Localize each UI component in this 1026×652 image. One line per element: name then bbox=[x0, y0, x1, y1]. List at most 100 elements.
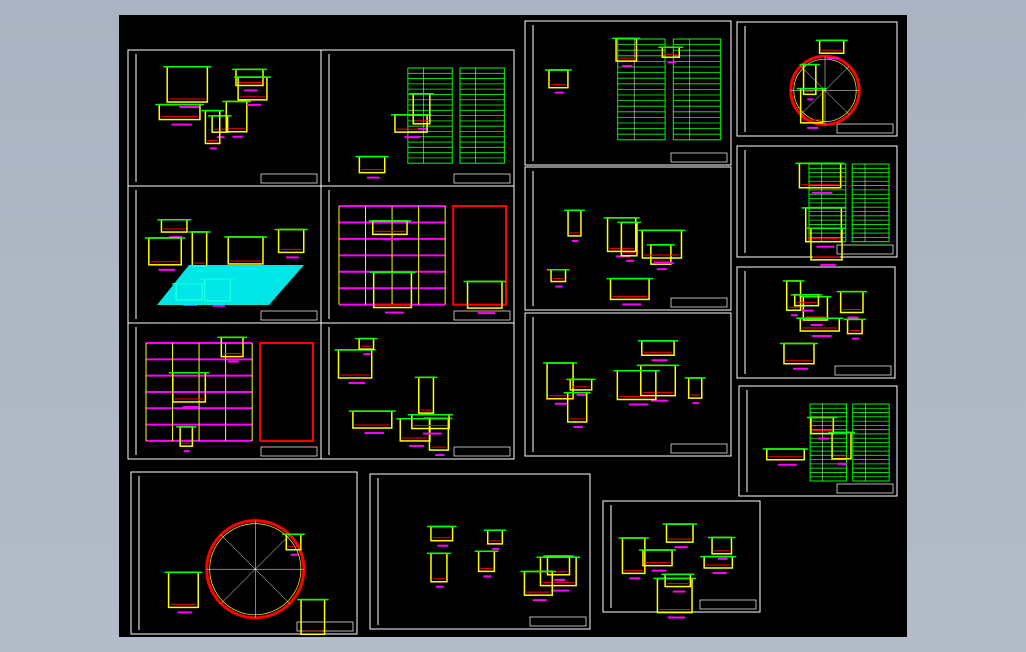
detail-label bbox=[651, 359, 668, 362]
detail-label bbox=[667, 61, 676, 64]
detail-label bbox=[169, 236, 182, 239]
detail-label bbox=[576, 393, 588, 396]
detail-label bbox=[826, 57, 839, 60]
drawing-sheet-border bbox=[524, 312, 732, 457]
detail-label bbox=[286, 256, 299, 259]
title-block bbox=[699, 599, 757, 610]
section-detail bbox=[664, 573, 692, 588]
title-block bbox=[836, 483, 894, 494]
detail-label bbox=[554, 402, 568, 405]
detail-label bbox=[492, 547, 500, 550]
detail-label bbox=[232, 135, 243, 138]
title-block bbox=[529, 616, 587, 627]
detail-label bbox=[654, 262, 674, 265]
detail-label bbox=[692, 402, 700, 405]
detail-label bbox=[656, 268, 667, 271]
drawing-sheet-border bbox=[602, 500, 761, 613]
title-block bbox=[670, 443, 728, 454]
detail-label bbox=[171, 123, 192, 126]
detail-label bbox=[847, 316, 859, 319]
radial-line bbox=[220, 569, 256, 604]
slab-hatch bbox=[157, 265, 304, 305]
detail-label bbox=[209, 147, 217, 150]
title-block bbox=[453, 446, 511, 457]
detail-label bbox=[483, 575, 492, 578]
section-detail bbox=[831, 431, 852, 460]
drawing-sheet-border bbox=[524, 20, 732, 166]
detail-label bbox=[573, 425, 583, 428]
section-detail bbox=[642, 549, 673, 567]
detail-label bbox=[851, 337, 860, 340]
detail-label bbox=[177, 611, 193, 614]
drawing-sheet-border bbox=[736, 21, 898, 137]
detail-label bbox=[551, 589, 570, 592]
title-block bbox=[260, 310, 318, 321]
section-detail bbox=[418, 376, 435, 414]
drawing-sheet-border bbox=[320, 322, 515, 460]
section-detail bbox=[172, 372, 207, 403]
drawing-sheet-border bbox=[369, 473, 591, 630]
detail-label bbox=[435, 585, 444, 588]
detail-label bbox=[554, 578, 566, 581]
radial-line bbox=[800, 66, 826, 91]
section-detail bbox=[358, 155, 386, 174]
section-detail bbox=[358, 337, 375, 350]
detail-label bbox=[216, 136, 225, 139]
detail-label bbox=[672, 590, 686, 593]
detail-label bbox=[409, 444, 424, 447]
detail-label bbox=[651, 569, 667, 572]
detail-label bbox=[801, 309, 814, 312]
detail-label bbox=[717, 557, 728, 560]
detail-label bbox=[807, 126, 819, 129]
title-block bbox=[834, 365, 892, 376]
section-detail bbox=[148, 237, 182, 266]
section-detail bbox=[225, 100, 248, 133]
cad-drawing-sheets bbox=[127, 20, 898, 635]
drawing-sheet-border bbox=[524, 166, 732, 311]
detail-label bbox=[571, 239, 579, 242]
title-block bbox=[836, 244, 894, 255]
title-block bbox=[670, 297, 728, 308]
section-detail bbox=[711, 536, 733, 555]
section-detail bbox=[641, 340, 675, 357]
detail-label bbox=[182, 405, 199, 408]
detail-label bbox=[626, 259, 634, 262]
detail-label bbox=[422, 432, 442, 435]
detail-label bbox=[363, 353, 371, 356]
section-detail bbox=[486, 529, 504, 545]
detail-label bbox=[674, 546, 688, 549]
drawing-sheet-border bbox=[127, 49, 322, 187]
detail-label bbox=[816, 245, 835, 248]
section-detail bbox=[798, 162, 842, 189]
detail-label bbox=[348, 381, 366, 384]
detail-label bbox=[183, 450, 190, 453]
radial-line bbox=[255, 569, 290, 604]
drawing-sheet-border bbox=[736, 266, 896, 379]
detail-label bbox=[290, 553, 298, 556]
detail-label bbox=[807, 98, 814, 101]
detail-label bbox=[366, 176, 380, 179]
section-detail bbox=[300, 598, 326, 635]
detail-label bbox=[212, 304, 226, 307]
detail-label bbox=[532, 599, 547, 602]
detail-label bbox=[158, 268, 175, 271]
detail-label bbox=[437, 544, 449, 547]
radial-line bbox=[255, 534, 290, 570]
section-detail bbox=[765, 448, 806, 461]
detail-label bbox=[477, 312, 496, 315]
detail-label bbox=[817, 437, 829, 440]
title-block bbox=[453, 173, 511, 184]
detail-label bbox=[384, 311, 404, 314]
detail-label bbox=[811, 191, 833, 194]
detail-label bbox=[622, 65, 633, 68]
cad-model-space[interactable] bbox=[119, 15, 907, 637]
detail-label bbox=[383, 238, 401, 241]
section-detail bbox=[846, 318, 863, 335]
section-detail bbox=[167, 571, 199, 609]
detail-label bbox=[244, 89, 258, 92]
title-block bbox=[670, 152, 728, 163]
detail-label bbox=[554, 91, 565, 94]
radial-line bbox=[800, 90, 826, 115]
title-block bbox=[836, 123, 894, 134]
section-detail bbox=[640, 364, 677, 397]
